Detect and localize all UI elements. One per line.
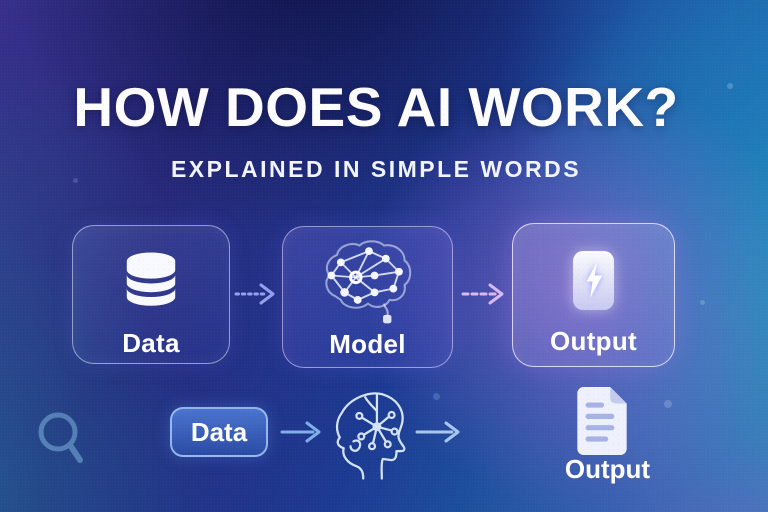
brain-network-icon [316,235,420,331]
search-icon [38,412,83,463]
decor-dot [664,400,672,408]
data-chip-label: Data [190,416,248,447]
arrow-right-icon [415,421,460,443]
database-icon [120,234,182,330]
card-model: Model [282,226,453,368]
card-label-output: Output [550,326,637,356]
document-icon [577,387,627,455]
arrow-right-icon [461,283,504,305]
arrow-right-icon [234,283,275,305]
page-subtitle: EXPLAINED IN SIMPLE WORDS [170,156,582,182]
header: HOW DOES AI WORK? EXPLAINED IN SIMPLE WO… [0,80,752,183]
card-data: Data [72,225,230,364]
lightning-icon [573,250,614,310]
data-chip: Data [170,407,268,457]
page-title: HOW DOES AI WORK? [73,76,679,138]
card-output: Output [512,223,675,367]
card-label-data: Data [122,328,180,358]
arrow-right-icon [280,421,321,443]
ai-head-circuit-icon [335,392,406,480]
card-label-model: Model [329,329,406,359]
bottom-output-label: Output [564,454,651,484]
decor-dot [700,300,705,305]
decor-dot [433,393,440,400]
